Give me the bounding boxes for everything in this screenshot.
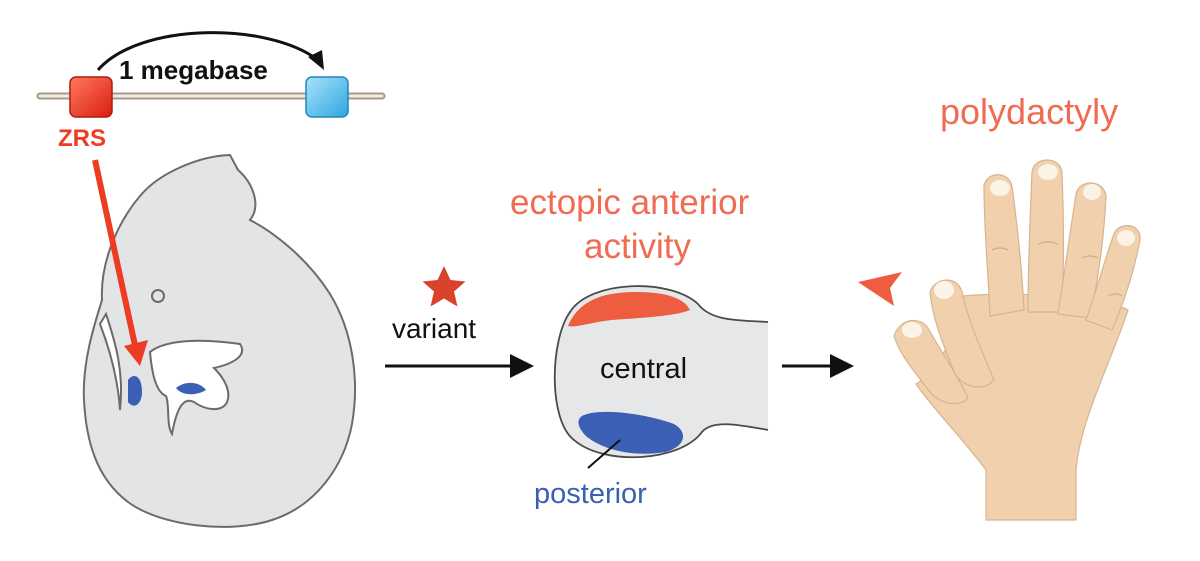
variant-transition: variant xyxy=(385,266,534,378)
zrs-to-limb-arrow xyxy=(92,159,139,351)
embryo-tail-fold xyxy=(98,311,123,411)
variant-label: variant xyxy=(392,313,476,344)
embryo xyxy=(82,153,357,528)
posterior-label: posterior xyxy=(534,478,647,510)
knuckle-creases xyxy=(991,241,1123,297)
central-label: central xyxy=(600,353,687,385)
variant-arrowhead xyxy=(510,354,534,378)
polydactyly-label: polydactyly xyxy=(940,91,1118,132)
ectopic-activity-label-line2: activity xyxy=(584,227,691,266)
arc-arrowhead xyxy=(308,50,324,70)
zrs-enhancer-box xyxy=(69,76,113,118)
gene-locus: 1 megabase ZRS xyxy=(36,31,386,152)
ectopic-activity-label-line1: ectopic anterior xyxy=(510,183,750,222)
posterior-domain xyxy=(578,411,684,454)
limb-bud: ectopic anterior activity central poster… xyxy=(510,183,769,510)
extra-digit-arrowhead-icon xyxy=(858,272,902,306)
phenotype-transition xyxy=(782,354,854,378)
ectopic-anterior-domain xyxy=(568,292,690,327)
zrs-label: ZRS xyxy=(58,125,106,152)
embryo-eye xyxy=(151,289,165,303)
zrs-to-limb-arrowhead xyxy=(124,340,148,366)
phenotype-arrowhead xyxy=(830,354,854,378)
hand-shape xyxy=(893,159,1141,521)
target-gene-box xyxy=(305,76,349,118)
fingernails xyxy=(902,164,1135,338)
posterior-pointer-line xyxy=(587,439,621,469)
megabase-distance-label: 1 megabase xyxy=(119,55,268,85)
embryo-hindlimb-posterior-domain xyxy=(176,382,206,395)
embryo-forelimb-posterior-domain xyxy=(128,376,142,406)
variant-star-icon xyxy=(422,266,466,307)
polydactyly-hand: polydactyly xyxy=(858,91,1141,521)
long-range-arc-arrow xyxy=(96,31,319,71)
